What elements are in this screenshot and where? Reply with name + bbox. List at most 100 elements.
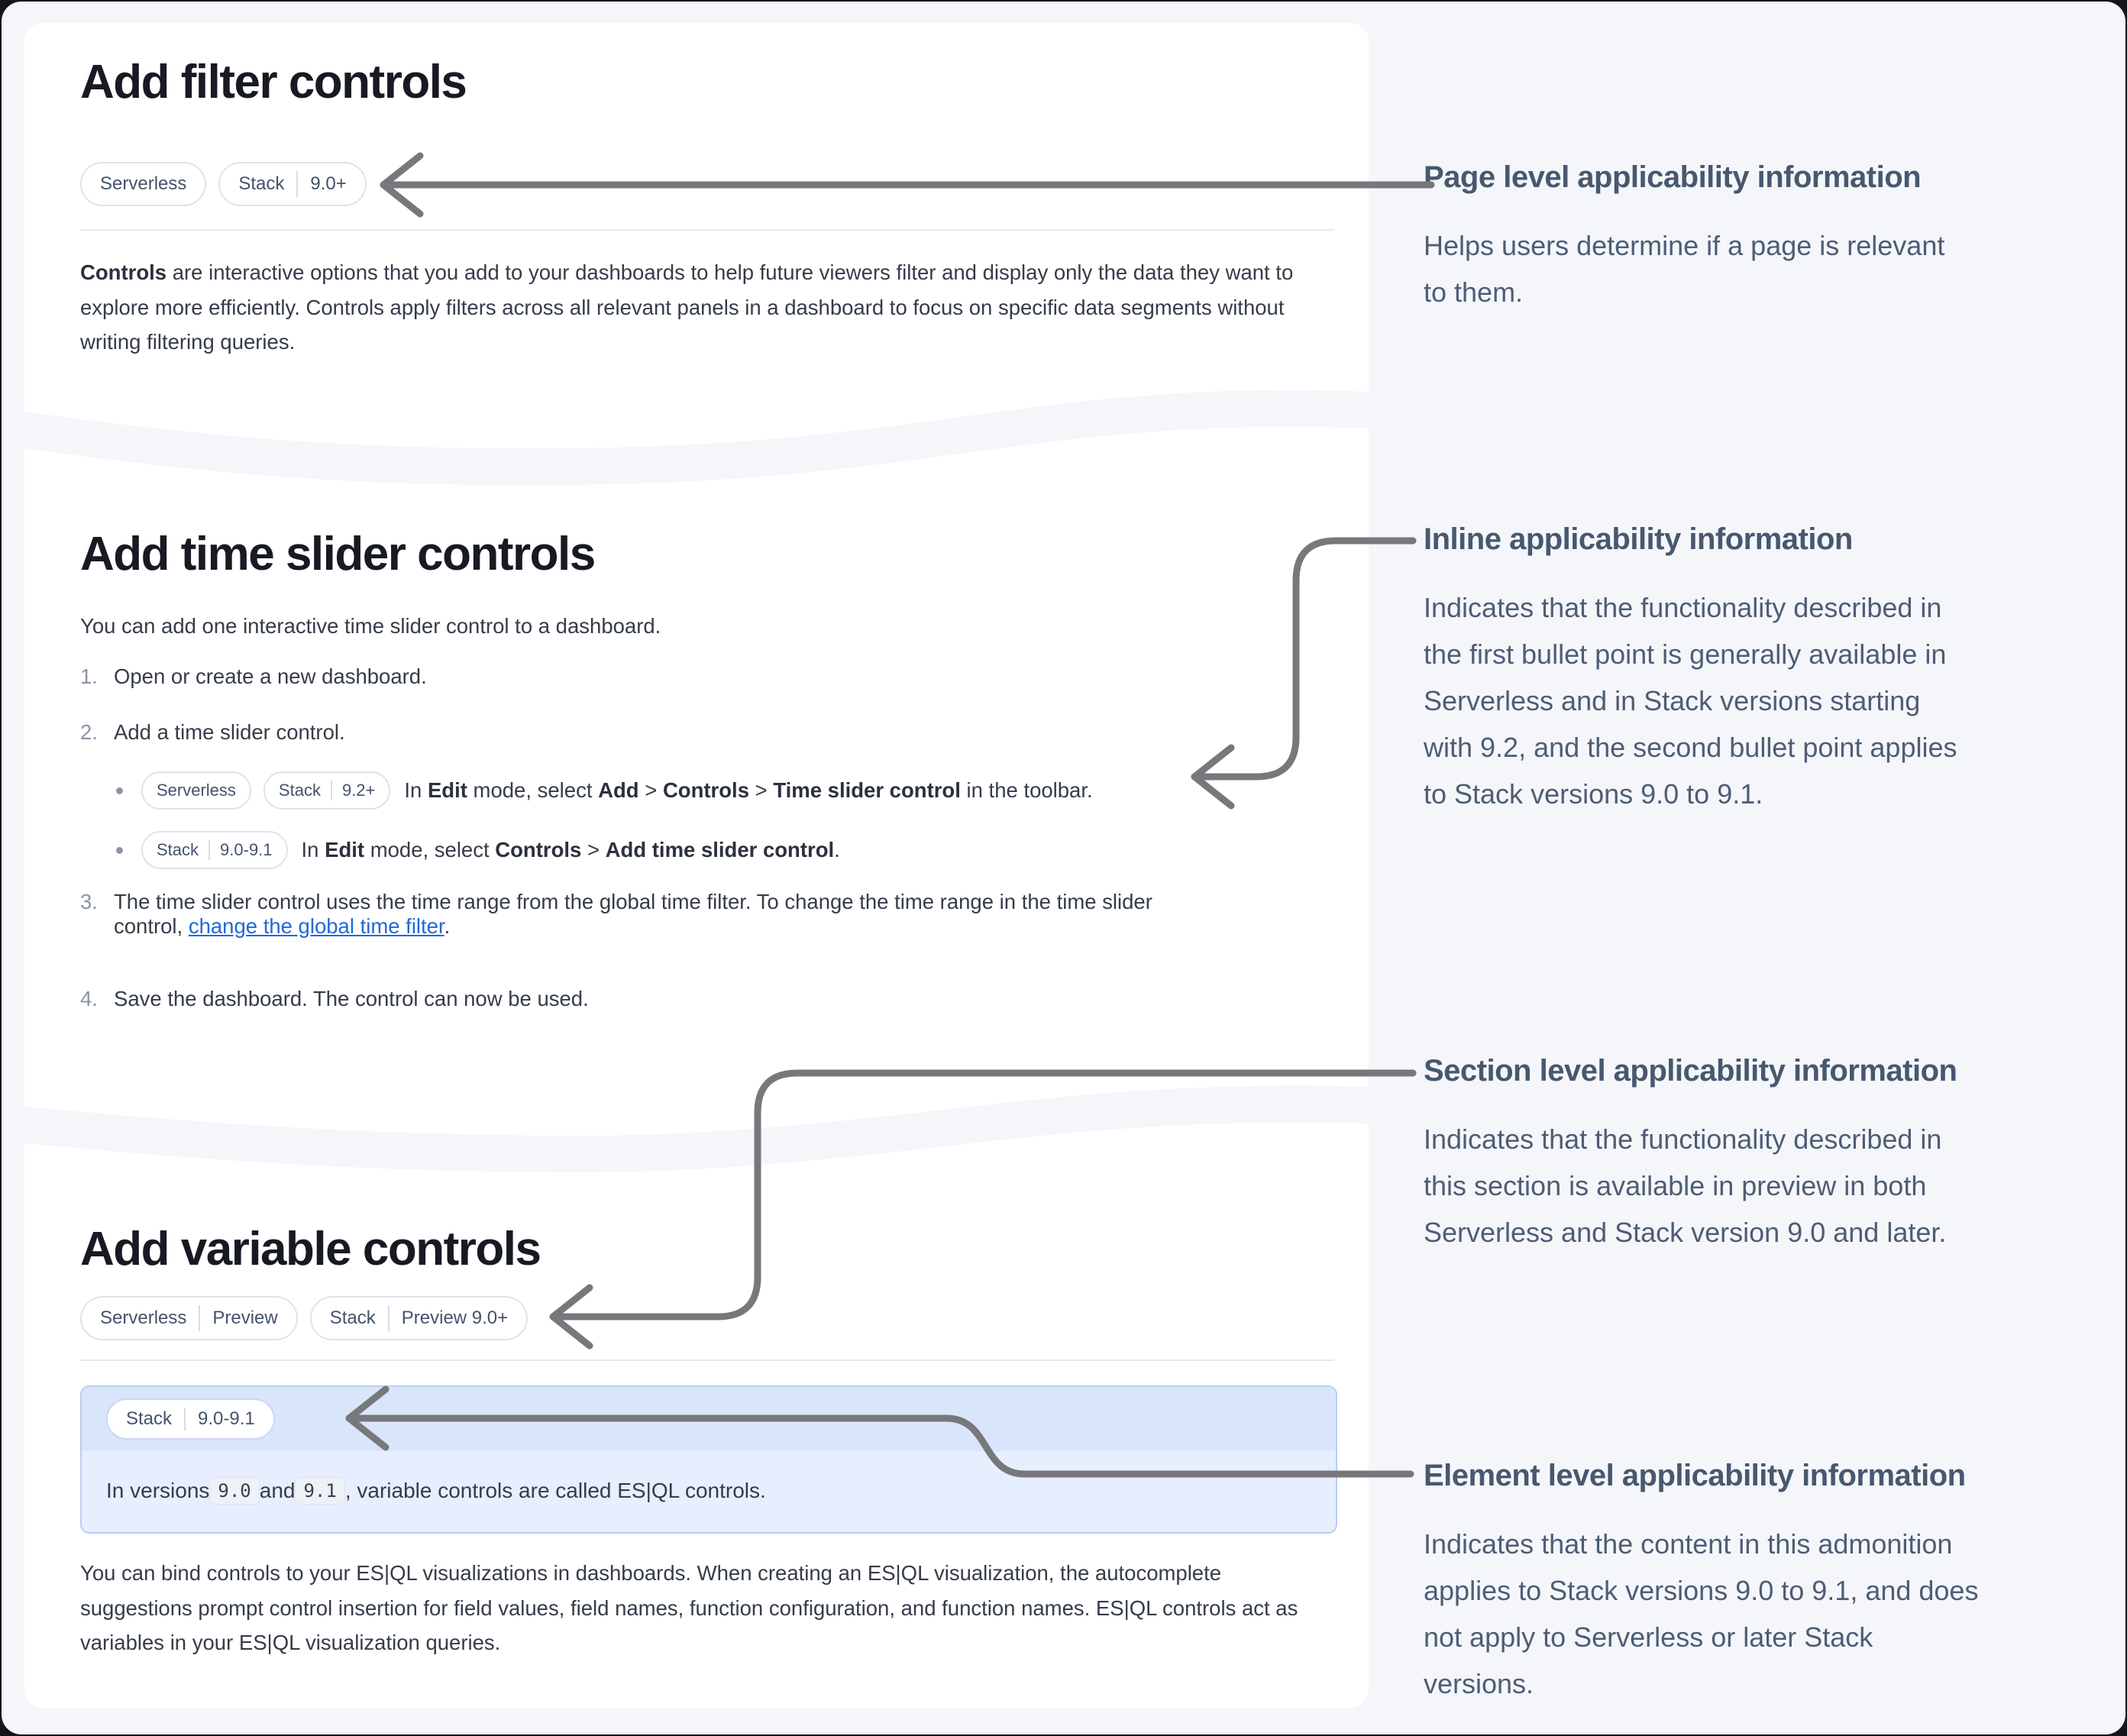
annotation-title: Section level applicability information (1424, 1054, 1957, 1088)
text: Add a time slider control. (114, 720, 345, 744)
step-text: Add a time slider control. (114, 720, 345, 745)
section-title-variable: Add variable controls (80, 1223, 541, 1275)
step-number: 2. (80, 720, 98, 744)
text: Open or create a new dashboard. (114, 664, 427, 688)
badge-segment: Serverless (100, 173, 187, 194)
section-applies-badges: Serverless Preview Stack Preview 9.0+ (80, 1296, 529, 1340)
bullet-text: In Edit mode, select Controls > Add time… (302, 838, 840, 862)
list-item-serverless-stack-92: Serverless Stack 9.2+ In Edit mode, select… (116, 771, 1093, 810)
annotation-title: Inline applicability information (1424, 522, 1853, 556)
bold-text: Add time slider control (605, 838, 835, 862)
text: > (638, 778, 663, 802)
step-number: 3. (80, 890, 98, 913)
step-text: Save the dashboard. The control can now … (114, 987, 589, 1011)
badge-divider (199, 1305, 201, 1331)
text: > (749, 778, 774, 802)
badge-divider (330, 781, 332, 800)
applies-to-badge[interactable]: Stack Preview 9.0+ (309, 1296, 529, 1340)
badge-segment: Serverless (100, 1308, 187, 1328)
bullet-icon (116, 787, 123, 794)
text: mode, select (467, 778, 599, 802)
ordered-step-2: 2. Add a time slider control. (80, 720, 345, 745)
badge-segment: 9.0-9.1 (220, 840, 273, 859)
annotation-section-level: Section level applicability information … (1424, 1054, 2125, 1256)
code-chip: 9.1 (295, 1477, 345, 1505)
inline-applies-badges: Serverless Stack 9.2+ (141, 771, 391, 810)
badge-segment: Stack (329, 1308, 376, 1328)
inline-link[interactable]: change the global time filter (188, 914, 444, 938)
badge-segment: 9.0+ (310, 173, 347, 194)
text: . (444, 914, 451, 938)
annotation-title: Page level applicability information (1424, 160, 1922, 194)
step-text: Open or create a new dashboard. (114, 664, 427, 689)
annotation-body: Helps users determine if a page is relev… (1424, 230, 1945, 308)
badge-segment: 9.0-9.1 (198, 1408, 255, 1429)
applies-to-badge[interactable]: Stack 9.0-9.1 (106, 1398, 275, 1440)
esql-paragraph: You can bind controls to your ES|QL visu… (80, 1561, 1298, 1654)
badge-segment: Stack (238, 173, 285, 194)
badge-segment: Preview (212, 1308, 278, 1328)
applies-to-badge[interactable]: Serverless (80, 162, 207, 206)
badge-divider (184, 1408, 186, 1431)
annotation-body: Indicates that the functionality describ… (1424, 1123, 1947, 1248)
bullet-text: In Edit mode, select Add > Controls > Ti… (404, 778, 1092, 803)
text: In (404, 778, 428, 802)
inline-applies-badges: Stack 9.0-9.1 (141, 831, 288, 869)
annotation-body: Indicates that the content in this admon… (1424, 1528, 1979, 1699)
badge-segment: Preview 9.0+ (401, 1308, 509, 1328)
bold-text: Controls (662, 778, 749, 802)
ordered-step-3: 3. The time slider control uses the time… (80, 890, 1305, 939)
badge-segment: 9.2+ (341, 781, 376, 800)
ordered-step-4: 4. Save the dashboard. The control can n… (80, 987, 589, 1011)
bold-text: Edit (325, 838, 365, 862)
text: mode, select (364, 838, 496, 862)
section-title-time-slider: Add time slider controls (80, 528, 596, 580)
page-applies-badges: Serverless Stack 9.0+ (80, 162, 367, 206)
bullet-icon (116, 846, 123, 854)
applies-to-badge[interactable]: Serverless (141, 771, 251, 810)
ordered-step-1: 1. Open or create a new dashboard. (80, 664, 427, 689)
badge-divider (208, 840, 211, 860)
section-intro: You can add one interactive time slider … (80, 614, 661, 638)
step-number: 4. (80, 987, 98, 1010)
bold-text: Add (598, 778, 639, 802)
text: , variable controls are called ES|QL con… (344, 1479, 766, 1502)
note-body: In versions 9.0 and 9.1, variable contro… (82, 1451, 1336, 1531)
badge-divider (387, 1305, 390, 1331)
annotation-element-level: Element level applicability information … (1424, 1459, 2125, 1707)
annotation-inline-level: Inline applicability information Indicat… (1424, 522, 2125, 817)
text: In versions (106, 1479, 210, 1502)
badge-segment: Stack (126, 1408, 173, 1429)
note-applies-badges: Stack 9.0-9.1 (106, 1398, 275, 1440)
text: . (834, 838, 840, 862)
step-text: The time slider control uses the time ra… (114, 890, 1305, 939)
text: The time slider control uses the time ra… (114, 890, 1152, 938)
bold-text: Time slider control (773, 778, 961, 802)
annotation-body: Indicates that the functionality describ… (1424, 592, 1957, 810)
applies-to-badge[interactable]: Stack 9.0-9.1 (141, 831, 288, 869)
applies-to-badge[interactable]: Serverless Preview (80, 1296, 298, 1340)
page-title: Add filter controls (80, 56, 467, 108)
annotation-title: Element level applicability information (1424, 1459, 1966, 1492)
list-item-stack-90-91: Stack 9.0-9.1 In Edit mode, select Contro… (116, 831, 840, 869)
text: and (259, 1479, 296, 1502)
text: In (301, 838, 325, 862)
text: Save the dashboard. The control can now … (114, 987, 589, 1010)
text: are interactive options that you add to … (80, 260, 1294, 354)
text: in the toolbar. (960, 778, 1093, 802)
badge-segment: Stack (278, 781, 321, 800)
divider (80, 1359, 1334, 1361)
annotation-page-level: Page level applicability information Hel… (1424, 160, 2125, 315)
applies-to-badge[interactable]: Stack 9.2+ (263, 771, 391, 810)
step-number: 1. (80, 664, 98, 688)
intro-paragraph: Controls are interactive options that yo… (80, 255, 1310, 360)
applies-to-badge[interactable]: Stack 9.0+ (218, 162, 367, 206)
divider (80, 229, 1334, 231)
bold-text: Controls (495, 838, 582, 862)
bold-text: Edit (427, 778, 467, 802)
badge-segment: Stack (157, 840, 199, 859)
text: > (581, 838, 606, 862)
